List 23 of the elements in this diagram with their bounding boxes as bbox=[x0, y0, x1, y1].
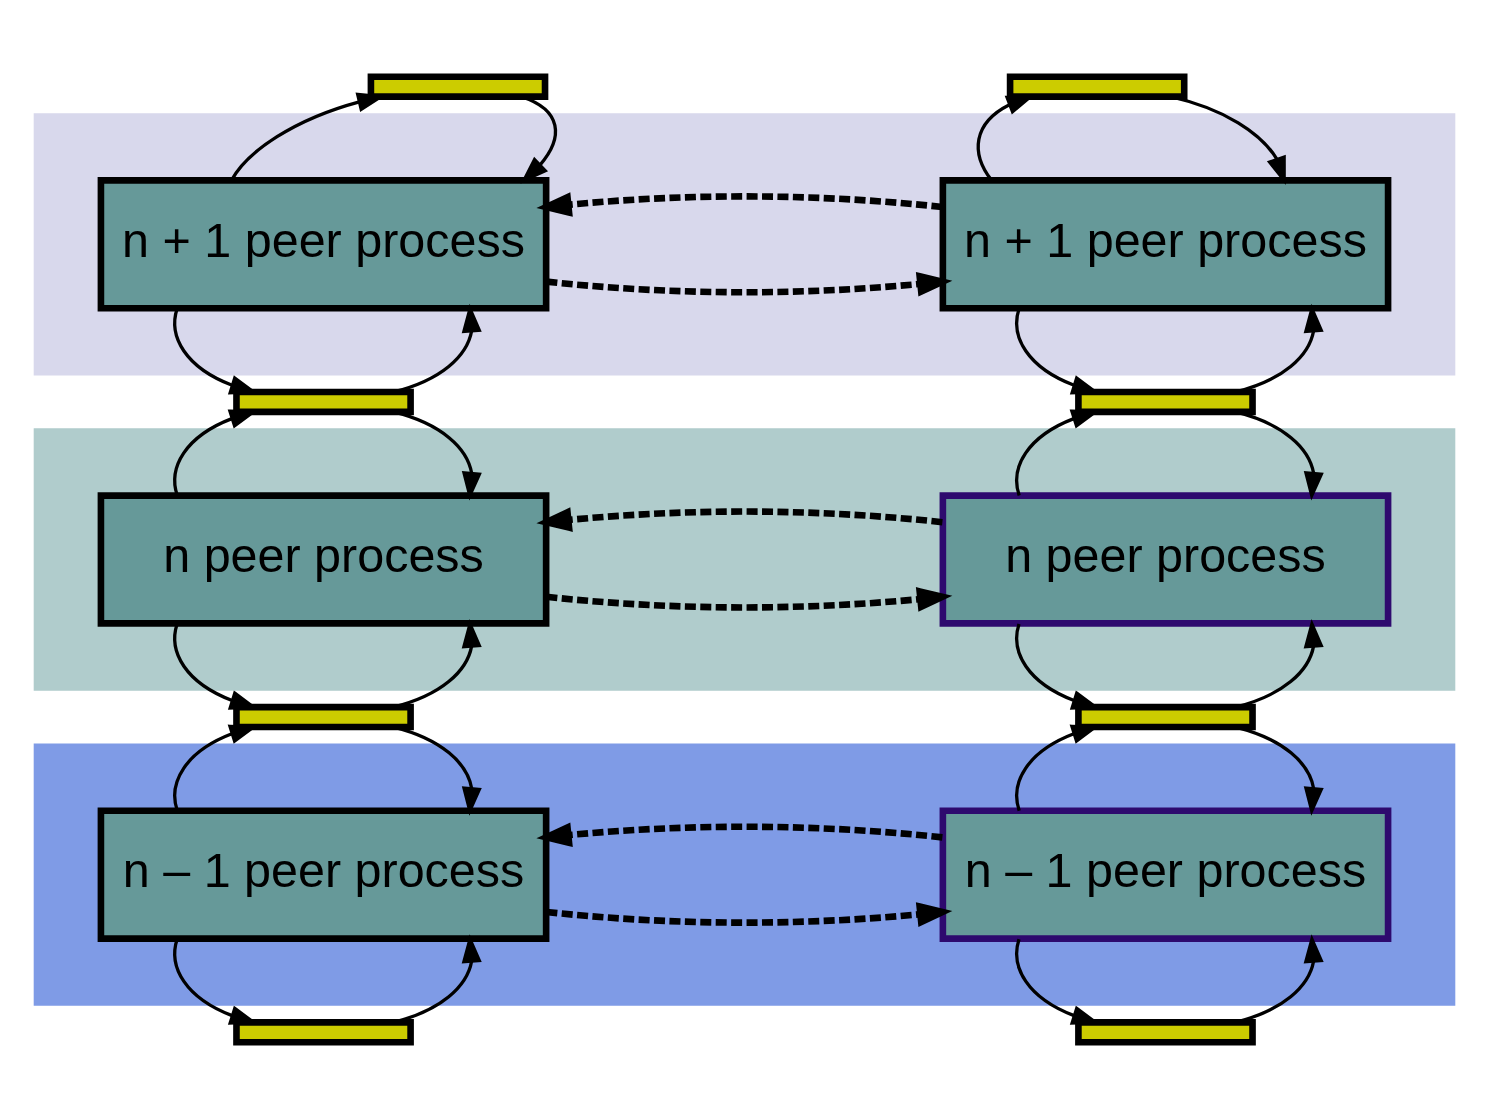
node-bar bbox=[233, 1019, 414, 1046]
cluster bbox=[33, 113, 1456, 376]
node-bar bbox=[367, 73, 549, 100]
node-bar bbox=[1006, 73, 1188, 100]
arrow bbox=[546, 902, 953, 927]
arrow bbox=[546, 587, 953, 612]
cluster bbox=[33, 743, 1456, 1006]
node-bar bbox=[233, 388, 414, 416]
node-bar bbox=[233, 703, 414, 731]
node-box: n peer process bbox=[97, 492, 550, 627]
node-box: n – 1 peer process bbox=[939, 807, 1392, 942]
node-box: n + 1 peer process bbox=[939, 177, 1392, 312]
node-bar bbox=[1075, 388, 1256, 416]
node-bar bbox=[1075, 1019, 1256, 1046]
node-box: n peer process bbox=[939, 492, 1392, 627]
arrow bbox=[536, 192, 943, 217]
arrow bbox=[536, 507, 943, 532]
node-box: n + 1 peer process bbox=[97, 177, 550, 312]
node-bar bbox=[1075, 703, 1256, 731]
node-box: n – 1 peer process bbox=[97, 807, 550, 942]
cluster bbox=[33, 428, 1456, 691]
arrow bbox=[546, 271, 953, 297]
arrow bbox=[536, 822, 943, 848]
